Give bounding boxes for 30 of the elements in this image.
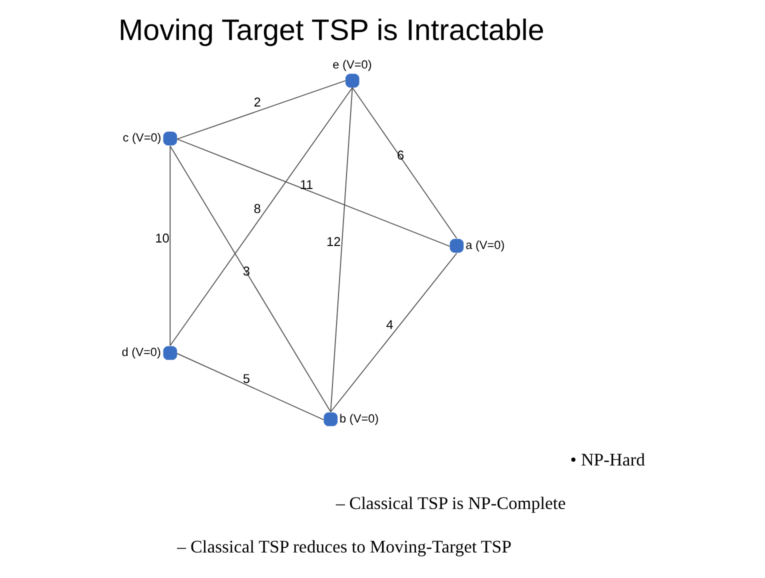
node-circle (345, 74, 360, 88)
connector (170, 145, 171, 346)
edge-label: 2 (254, 94, 261, 110)
label: • NP-Hard (570, 450, 646, 470)
node-label: b (V=0) (340, 411, 379, 426)
node-label: a (V=0) (466, 238, 505, 252)
node-circle (163, 132, 178, 146)
node-label: d (V=0) (122, 345, 161, 360)
node-circle (163, 346, 178, 360)
connector (352, 87, 458, 239)
diagram-title: Moving Target TSP is Intractable (118, 14, 544, 47)
node-circle (450, 238, 464, 253)
connector (330, 252, 458, 412)
edge-label: 12 (326, 234, 341, 250)
connector (170, 87, 353, 346)
edge-label: 5 (242, 371, 250, 386)
edge-label: 11 (300, 177, 314, 192)
edge-label: 8 (254, 201, 261, 216)
connector (176, 138, 450, 247)
connector (176, 80, 346, 140)
connector (170, 145, 332, 412)
node-label: c (V=0) (122, 130, 162, 145)
label: – Classical TSP reduces to Moving-Target TSP (177, 536, 512, 556)
connector (330, 87, 353, 412)
edge-label: 10 (155, 230, 170, 246)
node-circle (324, 412, 338, 426)
node-label: e (V=0) (332, 57, 372, 72)
edge-label: 4 (386, 316, 394, 332)
label: – Classical TSP is NP-Complete (336, 493, 566, 514)
connector (176, 353, 324, 420)
